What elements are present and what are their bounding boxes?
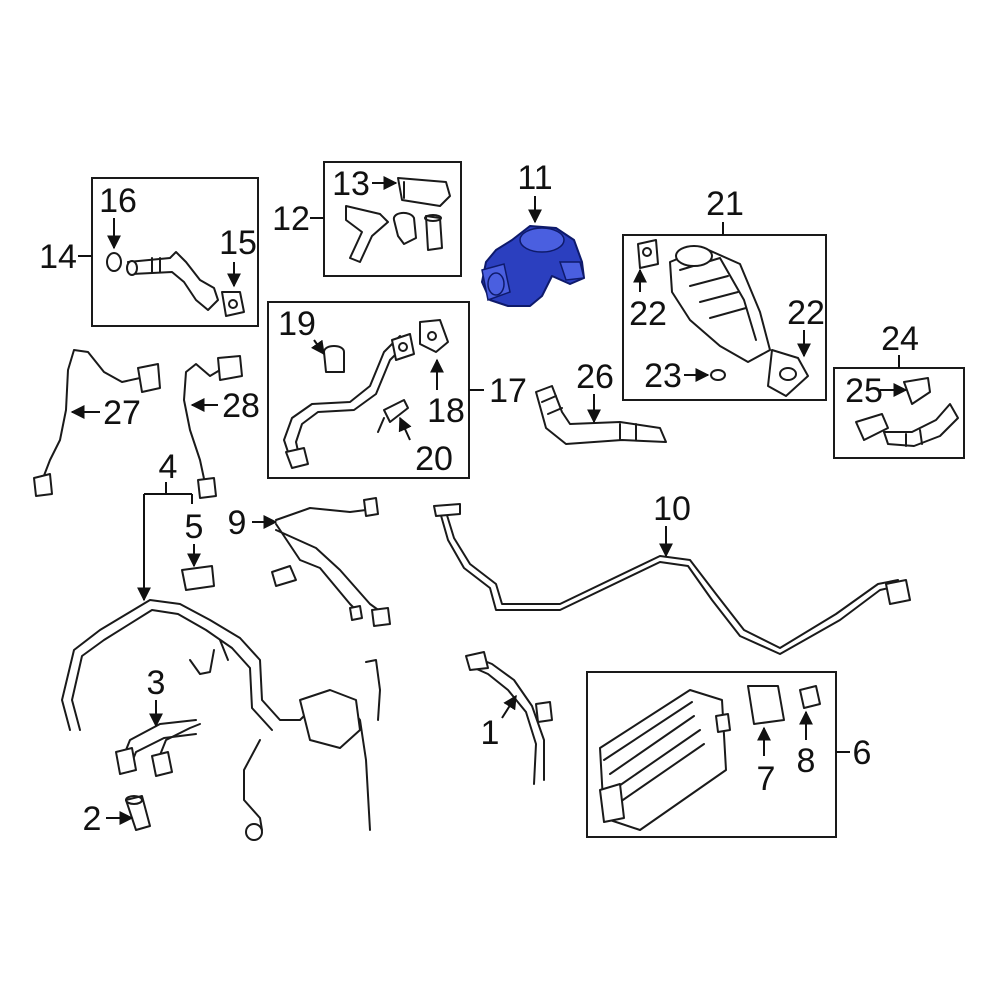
- callout-labels: 16 15 14 13 12 11 21 22 22 23 19 18 20 1…: [39, 159, 919, 838]
- callout-11: 11: [517, 159, 552, 197]
- callout-22-left: 22: [629, 295, 667, 333]
- callout-10: 10: [653, 490, 691, 528]
- egr-tube-24-part: [855, 377, 959, 447]
- callout-13: 13: [332, 165, 370, 203]
- callout-2: 2: [83, 800, 102, 838]
- callout-3: 3: [147, 664, 166, 702]
- callout-26: 26: [576, 358, 614, 396]
- callout-22-right: 22: [787, 294, 825, 332]
- hose-26-part: [535, 385, 667, 445]
- callout-12: 12: [272, 200, 310, 238]
- callout-19: 19: [278, 305, 316, 343]
- callout-27: 27: [103, 394, 141, 432]
- callout-14: 14: [39, 238, 77, 276]
- callout-5: 5: [185, 508, 204, 546]
- egr-tube-17-part: [283, 319, 449, 469]
- callout-8: 8: [797, 742, 816, 780]
- egr-cooler-part: [637, 239, 809, 397]
- callout-28: 28: [222, 387, 260, 425]
- o2-sensor-28-part: [183, 355, 243, 499]
- callout-9: 9: [228, 504, 247, 542]
- harness-9-part: [271, 497, 391, 627]
- callout-18: 18: [427, 392, 465, 430]
- callout-24: 24: [881, 320, 919, 358]
- pressure-sensor-part: [345, 177, 451, 263]
- leader-lines: [70, 176, 908, 825]
- wire-harness-4-part: [61, 599, 381, 841]
- o2-sensor-27-part: [33, 349, 161, 497]
- callout-20: 20: [415, 440, 453, 478]
- hose-1-part: [465, 651, 553, 785]
- valve-2-part: [125, 795, 151, 831]
- callout-16: 16: [99, 182, 137, 220]
- group-box-6: [586, 671, 837, 838]
- callout-21: 21: [706, 185, 744, 223]
- hose-3-part: [115, 719, 201, 777]
- callout-15: 15: [219, 224, 257, 262]
- egr-valve-highlighted: [481, 225, 585, 307]
- group-box-14: [91, 177, 259, 327]
- sensor-5-part: [181, 565, 215, 591]
- callout-6: 6: [853, 734, 872, 772]
- callout-23: 23: [644, 357, 682, 395]
- callout-25: 25: [845, 372, 883, 410]
- group-box-21: [622, 234, 827, 401]
- callout-7: 7: [757, 760, 776, 798]
- tube-10-part: [433, 503, 911, 655]
- callout-4: 4: [159, 448, 178, 486]
- vapor-canister-part: [599, 685, 821, 831]
- callout-1: 1: [481, 714, 500, 752]
- callout-17: 17: [489, 372, 527, 410]
- egr-tube-part: [106, 251, 245, 317]
